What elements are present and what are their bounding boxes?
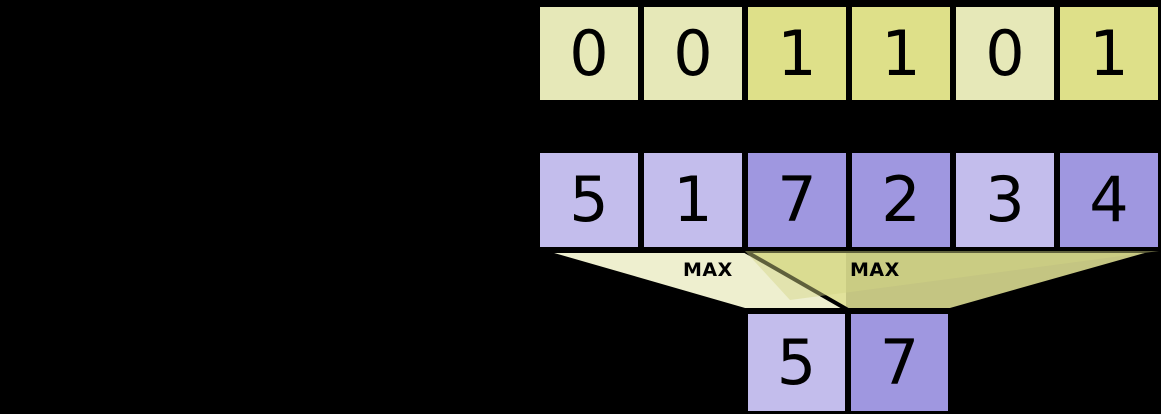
funnel-overlap-band <box>745 251 1159 300</box>
mask-cell-1[interactable]: 0 <box>641 4 745 103</box>
mask-cell-5[interactable]: 1 <box>1057 4 1161 103</box>
value-cell-0[interactable]: 5 <box>537 150 641 250</box>
mask-cell-0[interactable]: 0 <box>537 4 641 103</box>
mask-cell-2[interactable]: 1 <box>745 4 849 103</box>
output-cell-0[interactable]: 5 <box>745 311 848 414</box>
value-cell-3[interactable]: 2 <box>849 150 953 250</box>
max-label-right: MAX <box>850 259 900 281</box>
value-cell-4[interactable]: 3 <box>953 150 1057 250</box>
mask-cell-3[interactable]: 1 <box>849 4 953 103</box>
mask-cell-4[interactable]: 0 <box>953 4 1057 103</box>
max-label-left: MAX <box>683 259 733 281</box>
value-cell-2[interactable]: 7 <box>745 150 849 250</box>
value-cell-5[interactable]: 4 <box>1057 150 1161 250</box>
value-cell-1[interactable]: 1 <box>641 150 745 250</box>
output-cell-1[interactable]: 7 <box>848 311 951 414</box>
funnel-right <box>737 249 1160 312</box>
